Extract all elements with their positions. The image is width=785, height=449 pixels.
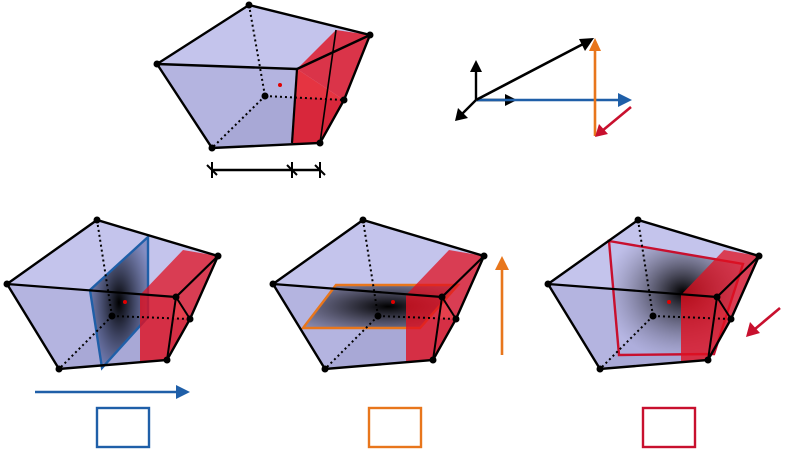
red-slab-top (406, 250, 484, 319)
vertex (366, 31, 374, 39)
red-slab-front (292, 69, 344, 143)
vertex (374, 312, 382, 320)
vertex (480, 252, 488, 260)
vertex (269, 280, 277, 288)
red-slab-top (681, 250, 759, 319)
vertex (704, 356, 712, 364)
vertex (261, 92, 269, 100)
edge (432, 296, 443, 361)
vertex (93, 216, 101, 224)
center-point (391, 300, 395, 304)
vector-decomposition (455, 38, 632, 137)
hidden-edge (111, 315, 191, 320)
vertex (438, 293, 446, 301)
red-slab-front (406, 295, 456, 362)
vector-resultant (475, 41, 586, 102)
x-cut-panel (3, 216, 222, 449)
vertex (544, 280, 552, 288)
hidden-edge (362, 219, 379, 317)
vertex (108, 312, 116, 320)
red-slab-top (297, 30, 370, 100)
vertex (596, 365, 604, 373)
tick-mark (206, 162, 218, 178)
hidden-edge (652, 315, 732, 320)
vertex (713, 293, 721, 301)
hidden-edge (248, 4, 266, 97)
vertex (429, 356, 437, 364)
edge (6, 282, 177, 299)
hidden-edge (264, 95, 345, 101)
hidden-edge (637, 219, 654, 317)
red-slab-front (140, 295, 190, 362)
edge (707, 296, 718, 361)
z-direction-arrow (754, 307, 781, 330)
vertex (55, 365, 63, 373)
vertex (359, 216, 367, 224)
tick-mark (286, 162, 298, 178)
arrowhead (470, 60, 482, 72)
edge (175, 255, 219, 298)
edge (290, 68, 299, 144)
vertex (634, 216, 642, 224)
edge (716, 255, 760, 298)
vertex (321, 365, 329, 373)
arrowhead (455, 108, 468, 121)
z-cut-panel (544, 216, 781, 449)
vertex (316, 139, 324, 147)
y-caption-box (367, 406, 423, 449)
arrowhead (495, 256, 509, 270)
hidden-edge (211, 95, 266, 149)
edge (166, 296, 177, 361)
red-slab-front (681, 295, 731, 362)
vertex (340, 96, 348, 104)
vertex (153, 60, 161, 68)
center-point (278, 83, 282, 87)
arrowhead (618, 93, 632, 107)
vertex (214, 252, 222, 260)
vertex (755, 252, 763, 260)
edge (441, 296, 457, 320)
red-slab-top (140, 250, 218, 319)
hidden-edge (377, 315, 457, 320)
reference-polyhedron (153, 1, 374, 178)
tick-mark (314, 162, 326, 178)
edge (547, 282, 718, 299)
edge (156, 62, 298, 71)
vertex (163, 356, 171, 364)
center-point (667, 300, 671, 304)
x-caption-box (95, 406, 151, 449)
vertex (649, 312, 657, 320)
edge (272, 282, 443, 299)
vertex (3, 280, 11, 288)
edge (441, 255, 485, 298)
vertex (245, 1, 253, 9)
vertex (727, 315, 735, 323)
vertex (208, 144, 216, 152)
vector-z-component (601, 105, 632, 133)
center-point (123, 300, 127, 304)
arrowhead (589, 38, 601, 51)
arrowhead (595, 124, 608, 137)
arrowhead (746, 322, 760, 337)
arrowhead (176, 385, 190, 399)
edge (175, 296, 191, 320)
y-cut-panel (269, 216, 509, 449)
vertex (452, 315, 460, 323)
edge (716, 296, 732, 320)
hidden-edge (96, 219, 113, 317)
z-caption-box (641, 406, 697, 449)
vertex (186, 315, 194, 323)
arrowhead (579, 38, 594, 51)
edge (319, 29, 337, 144)
vertex (172, 293, 180, 301)
